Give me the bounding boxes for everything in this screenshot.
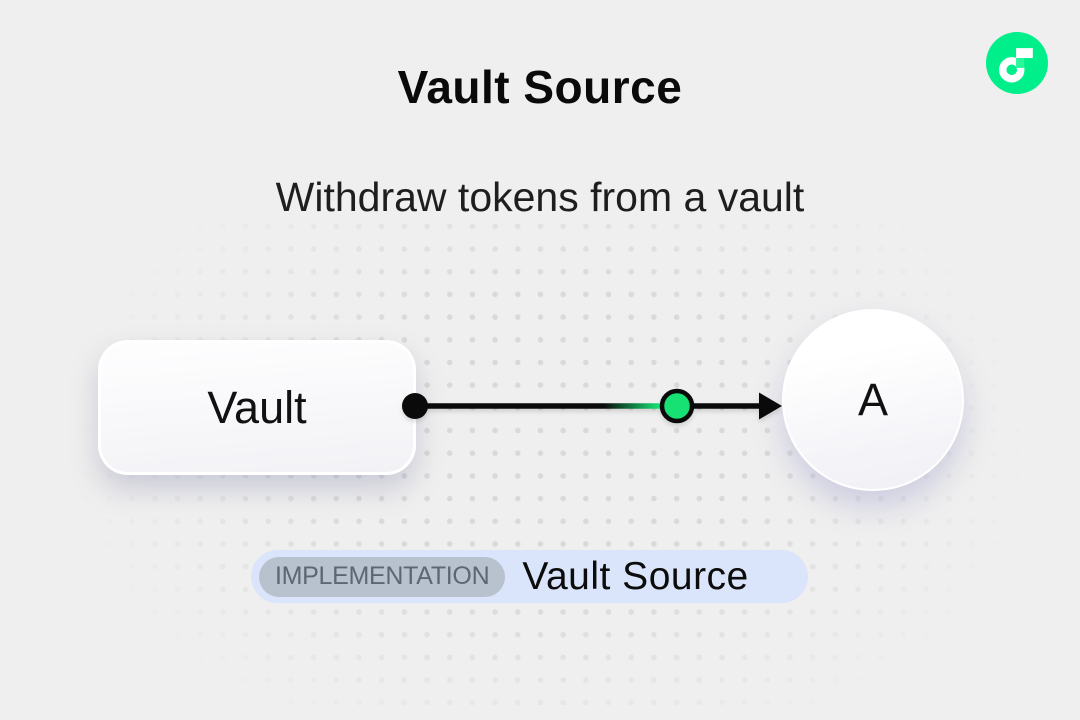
page-subtitle: Withdraw tokens from a vault xyxy=(275,174,805,220)
edge-arrowhead-icon xyxy=(759,392,782,420)
vault-node-label: Vault xyxy=(207,381,307,433)
account-node-label: A xyxy=(857,374,888,425)
caption-label: Vault Source xyxy=(522,554,749,598)
flow-logo-icon xyxy=(986,32,1048,94)
flow-logo xyxy=(986,32,1048,94)
implementation-badge: IMPLEMENTATION xyxy=(259,556,506,597)
caption-pill: IMPLEMENTATION Vault Source xyxy=(251,550,808,603)
edge-arrow xyxy=(402,388,782,424)
account-node: A xyxy=(782,309,964,491)
page-title: Vault Source xyxy=(397,61,683,113)
edge-start-dot xyxy=(402,393,428,419)
vault-node: Vault xyxy=(98,340,416,475)
edge-green-marker xyxy=(659,388,695,424)
